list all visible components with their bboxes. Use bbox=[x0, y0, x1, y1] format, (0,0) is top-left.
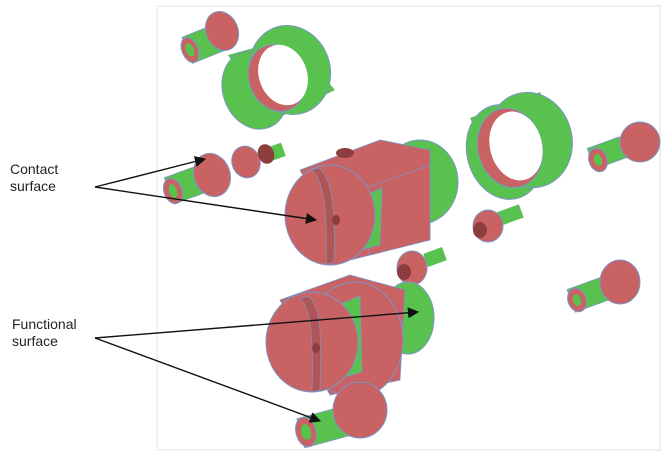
ring-right bbox=[465, 91, 573, 200]
functional-surface-line2: surface bbox=[12, 333, 58, 349]
ring-top-left bbox=[221, 25, 335, 130]
bolt-small-middle bbox=[472, 204, 524, 243]
bolt-small-upper bbox=[231, 142, 286, 179]
bolt-small-lower bbox=[396, 247, 447, 286]
contact-surface-line1: Contact bbox=[10, 161, 59, 177]
functional-arrows bbox=[94, 307, 420, 423]
functional-surface-line1: Functional bbox=[12, 316, 77, 332]
arrow-contact-pin bbox=[94, 156, 207, 188]
arrow-contact-housing bbox=[94, 186, 318, 225]
functional-surface-label: Functional surface bbox=[12, 316, 77, 350]
pin-middle-left bbox=[162, 152, 232, 205]
contact-surface-line2: surface bbox=[10, 178, 56, 194]
pin-right-upper bbox=[586, 121, 661, 173]
housing-upper bbox=[284, 139, 459, 266]
arrow-functional-pin bbox=[94, 337, 322, 423]
housing-lower bbox=[265, 274, 435, 399]
pin-bottom bbox=[295, 381, 388, 449]
arrow-functional-housing bbox=[94, 307, 420, 339]
pin-right-lower bbox=[566, 259, 641, 313]
contact-surface-label: Contact surface bbox=[10, 161, 58, 195]
frame-border bbox=[156, 5, 661, 451]
pin-top-left bbox=[180, 11, 240, 64]
contact-arrows bbox=[94, 156, 318, 225]
